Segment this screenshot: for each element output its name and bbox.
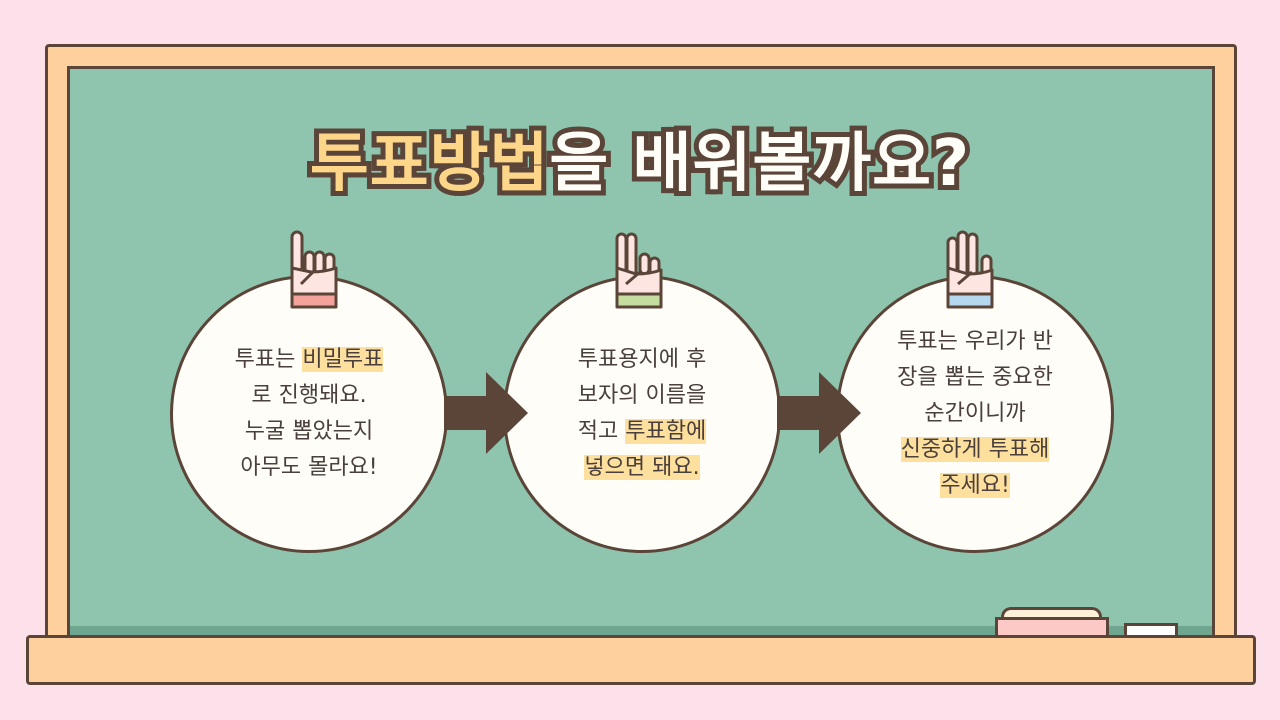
text: 적고	[577, 419, 626, 444]
step-line: 장을 뽑는 중요한	[897, 360, 1053, 396]
highlight-text: 투표함에	[625, 419, 707, 444]
title-rest: 을 배워볼까요?	[544, 122, 974, 206]
text: 투표는	[234, 347, 303, 372]
step-line: 넣으면 돼요.	[584, 450, 700, 486]
step-line: 아무도 몰라요!	[240, 450, 377, 486]
step-line: 적고 투표함에	[577, 414, 707, 450]
step-line: 투표용지에 후	[578, 342, 706, 378]
page-title: 투표방법을 배워볼까요?	[0, 112, 1280, 206]
chalk-ledge	[26, 635, 1256, 685]
three-finger-hand-icon	[946, 230, 994, 309]
step-1-circle: 투표는 비밀투표 로 진행돼요. 누굴 뽑았는지 아무도 몰라요!	[170, 275, 448, 553]
text: 로 진행돼요.	[251, 383, 367, 408]
step-line: 투표는 우리가 반	[897, 324, 1053, 360]
arrow-right-icon	[777, 372, 861, 454]
one-finger-hand-icon	[290, 230, 338, 309]
step-3-circle: 투표는 우리가 반 장을 뽑는 중요한 순간이니까 신중하게 투표해 주세요!	[836, 275, 1114, 553]
arrow-right-icon	[444, 372, 528, 454]
text: 투표는 우리가 반	[897, 329, 1053, 354]
text: 아무도 몰라요!	[240, 455, 378, 480]
text: 장을 뽑는 중요한	[897, 365, 1053, 390]
highlight-text: 넣으면 돼요.	[584, 455, 700, 480]
title-highlight: 투표방법	[305, 122, 554, 206]
highlight-text: 주세요!	[940, 473, 1010, 498]
text: 투표용지에 후	[577, 347, 707, 372]
two-finger-hand-icon	[615, 232, 663, 309]
step-line: 신중하게 투표해	[900, 432, 1050, 468]
board-shadow	[70, 626, 1212, 635]
step-line: 순간이니까	[924, 396, 1025, 432]
step-line: 누굴 뽑았는지	[245, 414, 373, 450]
step-line: 주세요!	[940, 468, 1010, 504]
step-line: 보자의 이름을	[578, 378, 706, 414]
step-line: 로 진행돼요.	[251, 378, 366, 414]
highlight-text: 비밀투표	[302, 347, 384, 372]
step-2-circle: 투표용지에 후 보자의 이름을 적고 투표함에 넣으면 돼요.	[503, 275, 781, 553]
text: 보자의 이름을	[577, 383, 707, 408]
text: 누굴 뽑았는지	[244, 419, 374, 444]
step-line: 투표는 비밀투표	[235, 342, 384, 378]
highlight-text: 신중하게 투표해	[900, 437, 1050, 462]
text: 순간이니까	[924, 401, 1026, 426]
